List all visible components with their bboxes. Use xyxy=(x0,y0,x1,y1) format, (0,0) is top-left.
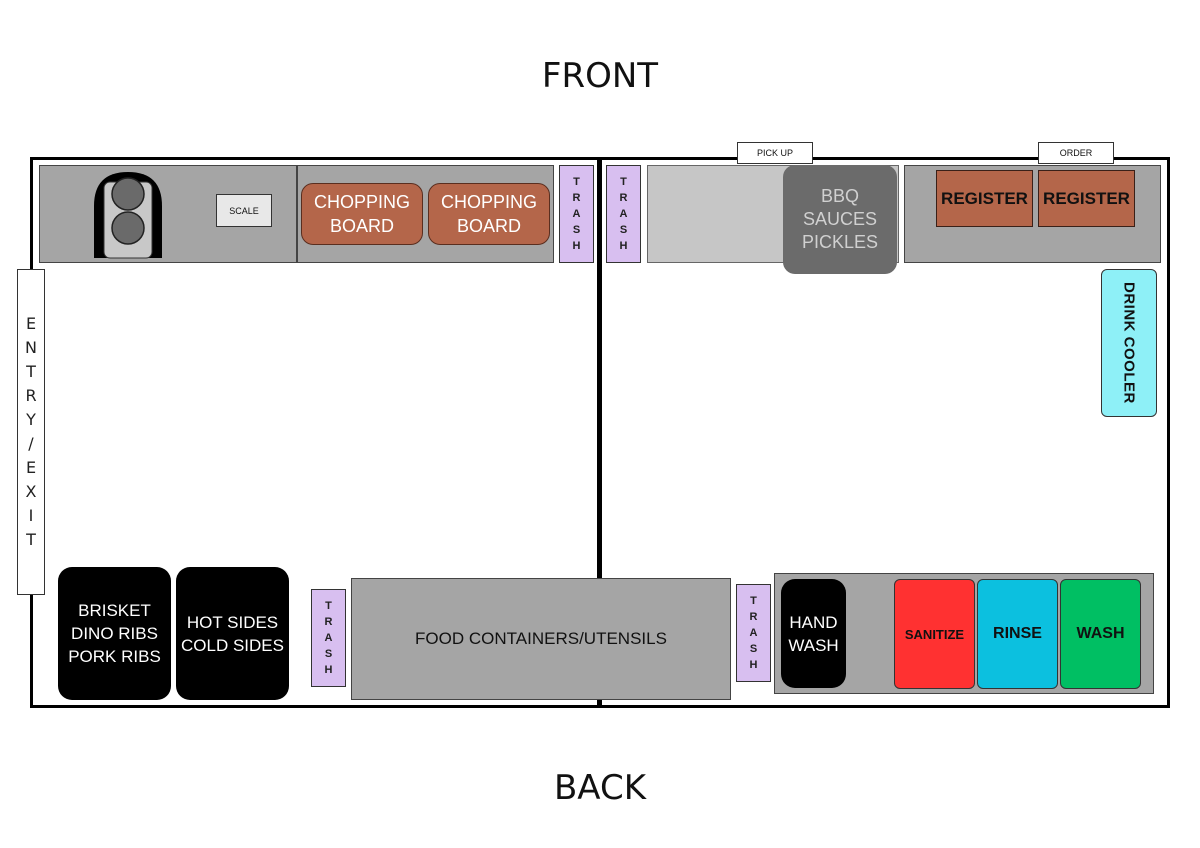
entry-letter: T xyxy=(26,530,36,549)
condiment-label: PICKLES xyxy=(801,232,879,252)
food-containers-counter: FOOD CONTAINERS/UTENSILS xyxy=(351,578,731,700)
entry-letter: Y xyxy=(26,410,36,429)
condiment-label: SAUCES xyxy=(802,209,877,229)
trash-letter: A xyxy=(749,627,758,639)
trash-letter: T xyxy=(750,595,757,607)
trash-letter: H xyxy=(619,240,628,252)
entry-letter: X xyxy=(25,482,37,501)
trash-letter: R xyxy=(324,616,333,628)
trash-letter: H xyxy=(572,240,581,252)
sanitize-sink: SANITIZE xyxy=(894,579,975,689)
chopping-board-label: BOARD xyxy=(329,216,394,236)
trash-letter: H xyxy=(324,664,333,676)
order-window: ORDER xyxy=(1038,142,1114,164)
drink-cooler[interactable]: DRINK COOLER xyxy=(1101,269,1157,417)
trash-letter: T xyxy=(325,600,332,612)
chopping-board-label: CHOPPING xyxy=(440,192,537,212)
entry-letter: N xyxy=(25,338,37,357)
meat-label: DINO RIBS xyxy=(71,624,158,643)
trash-letter: S xyxy=(749,643,758,655)
front-label: FRONT xyxy=(541,56,659,96)
chopping-board: CHOPPING BOARD xyxy=(428,183,550,245)
entry-letter: E xyxy=(25,314,37,333)
entry-letter: R xyxy=(25,386,37,405)
hand-wash-label: HAND xyxy=(789,612,838,632)
rinse-sink: RINSE xyxy=(977,579,1058,689)
trash-letter: A xyxy=(619,208,628,220)
entry-exit-door[interactable]: E N T R Y / E X I T xyxy=(17,269,45,595)
trash-letter: A xyxy=(324,632,333,644)
entry-letter: E xyxy=(25,458,37,477)
scale: SCALE xyxy=(216,194,272,227)
trash-letter: R xyxy=(619,192,628,204)
condiment-station: BBQ SAUCES PICKLES xyxy=(783,165,897,274)
chopping-board-label: CHOPPING xyxy=(313,192,410,212)
trash-letter: S xyxy=(324,648,333,660)
trash-letter: T xyxy=(573,176,580,188)
drink-cooler-label: DRINK COOLER xyxy=(1120,282,1138,404)
sides-label: HOT SIDES xyxy=(186,612,279,632)
entry-letter: / xyxy=(28,434,34,453)
register[interactable]: REGISTER xyxy=(1038,170,1135,227)
entry-letter: I xyxy=(28,506,34,525)
food-containers-label: FOOD CONTAINERS/UTENSILS xyxy=(415,629,667,648)
pickup-window: PICK UP xyxy=(737,142,813,164)
meat-label: BRISKET xyxy=(78,601,151,620)
trash-letter: A xyxy=(572,208,581,220)
condiment-label: BBQ xyxy=(820,186,859,206)
meat-label: PORK RIBS xyxy=(68,647,161,666)
trash-letter: H xyxy=(749,659,758,671)
smoker-icon xyxy=(94,172,162,259)
trash-letter: S xyxy=(619,224,628,236)
back-label: BACK xyxy=(553,768,647,808)
center-divider xyxy=(597,157,602,708)
entry-letter: T xyxy=(26,362,36,381)
trash-letter: R xyxy=(749,611,758,623)
sides-label: COLD SIDES xyxy=(181,635,284,655)
hand-wash-label: WASH xyxy=(788,635,839,655)
hand-wash-sink: HAND WASH xyxy=(781,579,846,688)
register[interactable]: REGISTER xyxy=(936,170,1033,227)
chopping-board: CHOPPING BOARD xyxy=(301,183,423,245)
wash-sink: WASH xyxy=(1060,579,1141,689)
meat-station: BRISKET DINO RIBS PORK RIBS xyxy=(58,567,171,700)
chopping-board-label: BOARD xyxy=(456,216,521,236)
sides-station: HOT SIDES COLD SIDES xyxy=(176,567,289,700)
trash-letter: R xyxy=(572,192,581,204)
trash-letter: T xyxy=(620,176,627,188)
trash-letter: S xyxy=(572,224,581,236)
